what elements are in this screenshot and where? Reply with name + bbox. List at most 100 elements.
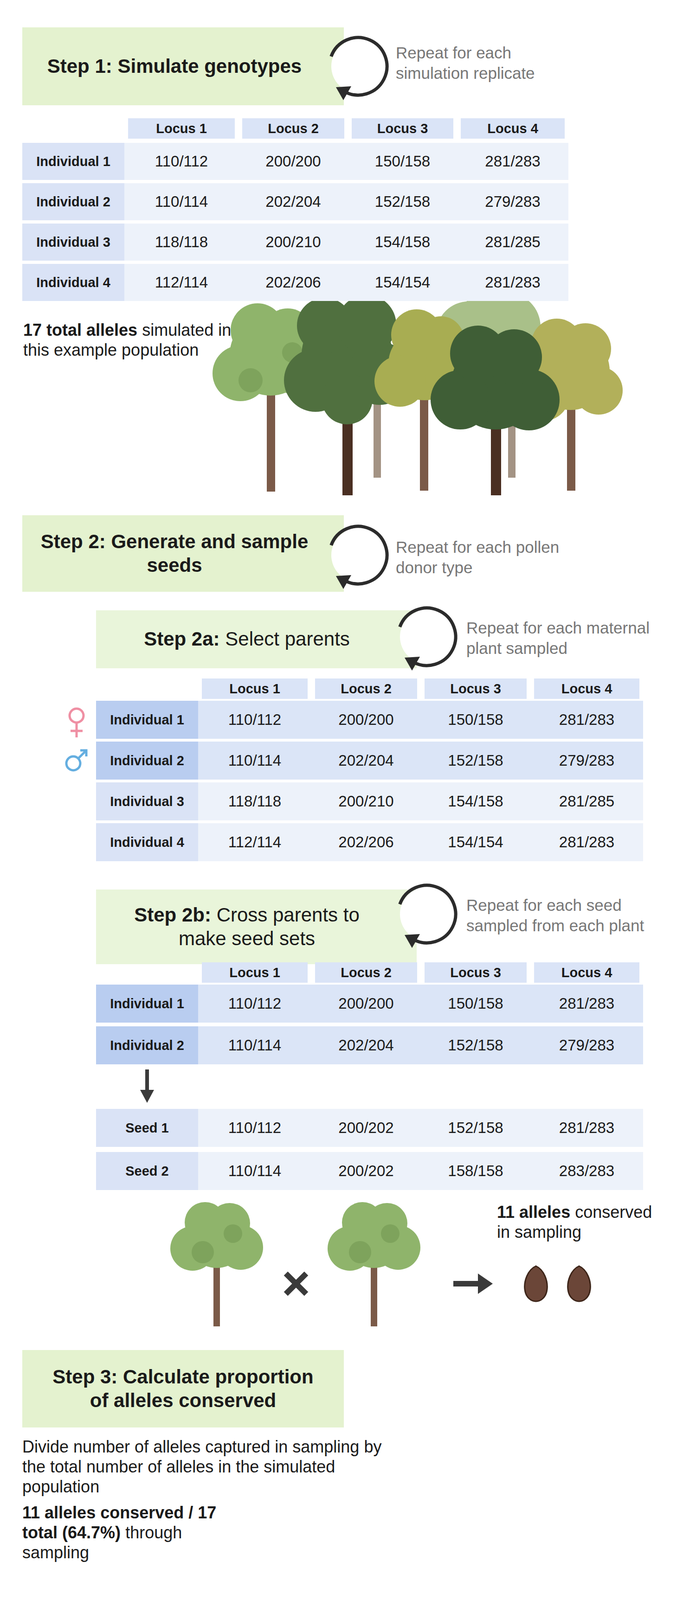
- genotype-text: 110/112: [228, 710, 282, 730]
- genotype-text: 281/285: [559, 792, 615, 812]
- genotype-text: 281/283: [484, 152, 541, 171]
- step-description: Select parents: [225, 628, 350, 651]
- genotype-cell: 110/112: [124, 142, 239, 181]
- body-paragraph: Divide number of alleles captured in sam…: [22, 1437, 389, 1498]
- loop-arc: [399, 885, 456, 944]
- tree-trunk: [373, 394, 381, 478]
- header-text: Locus 1: [229, 965, 281, 982]
- body-text: 11 alleles conserved / 17 total (64.7%): [22, 1503, 217, 1543]
- genotype-text: 200/210: [338, 792, 394, 812]
- genotype-text: 154/154: [374, 273, 431, 292]
- genotype-text: 110/114: [228, 1036, 282, 1056]
- genotype-cell: 202/206: [311, 823, 421, 862]
- genotype-cell: 281/283: [530, 823, 644, 862]
- genotype-cell-highlight: 279/283: [530, 1026, 644, 1065]
- repeat-note: Repeat for each simulation replicate: [395, 42, 556, 84]
- genotype-cell: 281/285: [457, 223, 569, 261]
- genotype-cell-highlight: 110/114: [198, 741, 312, 780]
- body-text: 11 alleles: [496, 1203, 571, 1223]
- column-header: Locus 3: [351, 118, 454, 139]
- row-header-highlight: Individual 1: [96, 701, 199, 740]
- step-text: Step 1: Simulate genotypes: [47, 54, 302, 78]
- column-header: Locus 4: [460, 118, 565, 139]
- genotype-cell: 154/158: [420, 782, 531, 821]
- row-header: Individual 2: [22, 183, 125, 221]
- genotype-text: 281/283: [559, 1119, 615, 1138]
- cross-symbol: [285, 1274, 307, 1295]
- body-paragraph: 17 total allelessimulated in this exampl…: [23, 320, 242, 361]
- loop-fill: [399, 887, 454, 942]
- genotype-text: 152/158: [447, 751, 503, 771]
- right-arrow: [453, 1274, 493, 1295]
- genotype-text: 200/210: [265, 232, 321, 252]
- tree-trunk: [419, 394, 429, 491]
- genotype-text: 110/114: [228, 751, 282, 771]
- loop-icon: [399, 885, 456, 949]
- column-header: Locus 1: [201, 962, 308, 984]
- genotype-text: 150/158: [447, 994, 503, 1014]
- repeat-note: Repeat for each pollen donor type: [395, 537, 591, 579]
- genotype-text: 281/285: [484, 232, 541, 252]
- genotype-text: 150/158: [447, 710, 503, 730]
- row-header-text: Individual 1: [36, 153, 111, 170]
- step-label: Step 2a:: [143, 628, 220, 651]
- header-text: Locus 2: [340, 681, 392, 698]
- note-text: Repeat for each simulation replicate: [395, 43, 535, 83]
- row-header: Individual 1: [22, 142, 125, 181]
- header-text: Locus 1: [229, 681, 281, 698]
- step-box: Step 2: Generate and sample seeds: [22, 515, 327, 593]
- row-header-text: Individual 1: [109, 996, 185, 1013]
- step-text: Step 2b:Cross parents to make seed sets: [122, 903, 372, 951]
- genotype-text: 283/283: [559, 1162, 615, 1181]
- genotype-cell: 200/200: [238, 142, 348, 181]
- header-text: Locus 2: [267, 120, 319, 137]
- header-text: Locus 3: [450, 681, 502, 698]
- header-text: Locus 3: [377, 120, 429, 137]
- step-text: Step 3: Calculate proportion of alleles …: [44, 1366, 322, 1413]
- genotype-text: 154/158: [447, 792, 503, 812]
- genotype-text: 281/283: [484, 273, 541, 292]
- genotype-text: 152/158: [447, 1119, 503, 1138]
- seed-icon: [524, 1266, 548, 1302]
- genotype-cell: 281/285: [530, 782, 644, 821]
- step-box: Step 3: Calculate proportion of alleles …: [22, 1350, 344, 1429]
- loop-arrowhead: [335, 575, 352, 590]
- loop-arc: [331, 37, 387, 96]
- parent-tree: [327, 1202, 421, 1328]
- header-text: Locus 1: [155, 120, 207, 137]
- genotype-text: 110/114: [228, 1162, 282, 1181]
- row-header: Seed 1: [96, 1109, 199, 1148]
- step-label: Step 2: Generate and sample seeds: [40, 530, 309, 576]
- genotype-cell-highlight: 202/204: [311, 741, 421, 780]
- row-header: Individual 4: [22, 264, 125, 302]
- loop-arrowhead: [335, 86, 352, 101]
- genotype-text: 152/158: [374, 192, 431, 212]
- genotype-cell: 202/206: [238, 264, 348, 302]
- row-header-text: Seed 2: [125, 1163, 169, 1180]
- genotype-cell: 200/202: [311, 1152, 421, 1191]
- genotype-text: 202/204: [338, 1036, 394, 1056]
- genotype-text: 118/118: [154, 232, 208, 252]
- row-header: Seed 2: [96, 1152, 199, 1191]
- genotype-text: 200/200: [338, 710, 394, 730]
- genotype-cell-highlight: 152/158: [420, 1026, 531, 1065]
- row-header-text: Individual 3: [36, 234, 111, 251]
- genotype-cell: 200/202: [311, 1109, 421, 1148]
- header-text: Locus 3: [450, 965, 502, 982]
- step-text: Step 2a:Select parents: [143, 627, 350, 651]
- genotype-cell: 118/118: [198, 782, 312, 821]
- genotype-text: 279/283: [559, 1036, 615, 1056]
- column-header: Locus 1: [201, 678, 308, 700]
- body-text: Divide number of alleles captured in sam…: [22, 1437, 382, 1497]
- row-header: Individual 4: [96, 823, 199, 862]
- step-box: Step 1: Simulate genotypes: [22, 27, 327, 106]
- genotype-cell: 152/158: [348, 183, 458, 221]
- genotype-cell: 112/114: [124, 264, 239, 302]
- genotype-text: 200/202: [338, 1119, 394, 1138]
- loop-icon: [399, 608, 456, 671]
- genotype-text: 202/204: [265, 192, 321, 212]
- step-box: Step 2a:Select parents: [96, 610, 398, 669]
- column-header: Locus 3: [424, 678, 527, 700]
- repeat-note: Repeat for each seed sampled from each p…: [466, 895, 671, 937]
- tree-shade: [348, 1224, 400, 1264]
